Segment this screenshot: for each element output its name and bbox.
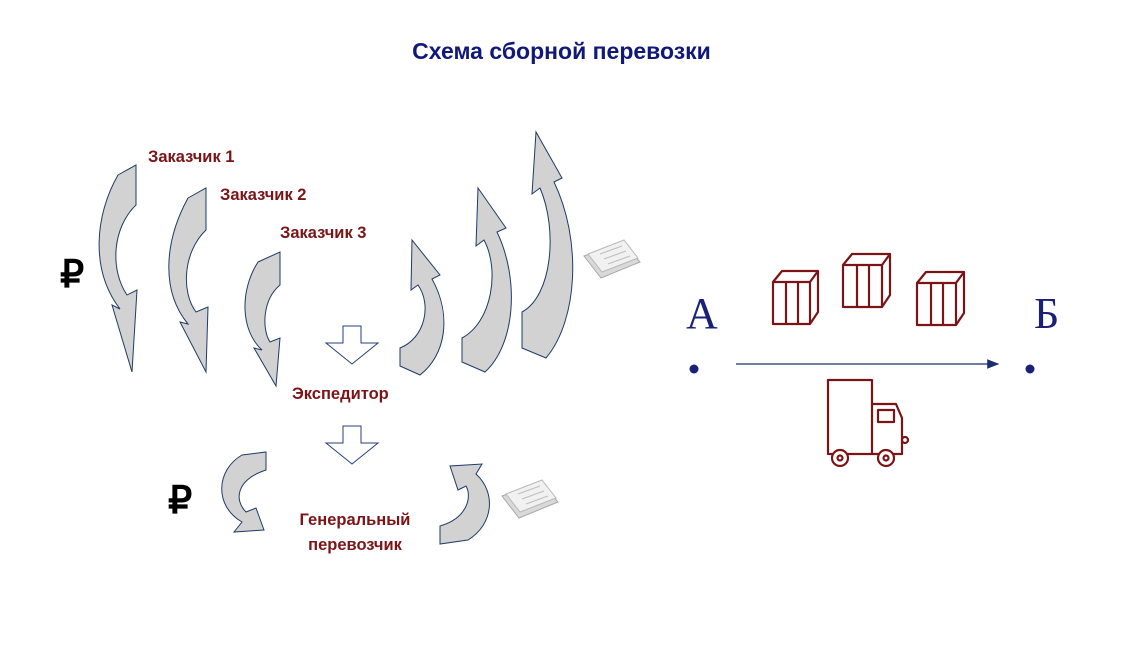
box-icon [841, 252, 892, 309]
forwarder-label: Экспедитор [292, 385, 389, 403]
down-arrow-icon [324, 325, 380, 365]
document-icon [583, 239, 641, 279]
point-a-dot [689, 364, 699, 374]
carrier-label-line1: Генеральный [299, 511, 411, 529]
curved-arrow-icon [221, 451, 267, 533]
point-b-dot [1025, 364, 1035, 374]
document-icon [501, 479, 559, 519]
truck-icon [826, 378, 910, 468]
curved-arrow-icon [461, 186, 512, 373]
carrier-label-line2: перевозчик [308, 536, 402, 554]
ruble-icon: ₽ [168, 480, 193, 522]
curved-arrow-icon [521, 130, 574, 359]
box-icon [771, 269, 820, 326]
curved-arrow-icon [98, 164, 138, 373]
curved-arrow-icon [439, 463, 490, 545]
customer-2-label: Заказчик 2 [220, 186, 307, 204]
point-a-label: А [686, 289, 718, 338]
curved-arrow-icon [168, 187, 209, 374]
curved-arrow-icon [244, 251, 281, 388]
customer-3-label: Заказчик 3 [280, 224, 367, 242]
down-arrow-icon [324, 425, 380, 465]
box-icon [915, 270, 966, 327]
point-b-label: Б [1034, 289, 1060, 338]
ruble-icon: ₽ [60, 254, 85, 296]
curved-arrow-icon [399, 238, 445, 376]
customer-1-label: Заказчик 1 [148, 148, 235, 166]
page-title: Схема сборной перевозки [412, 38, 711, 64]
